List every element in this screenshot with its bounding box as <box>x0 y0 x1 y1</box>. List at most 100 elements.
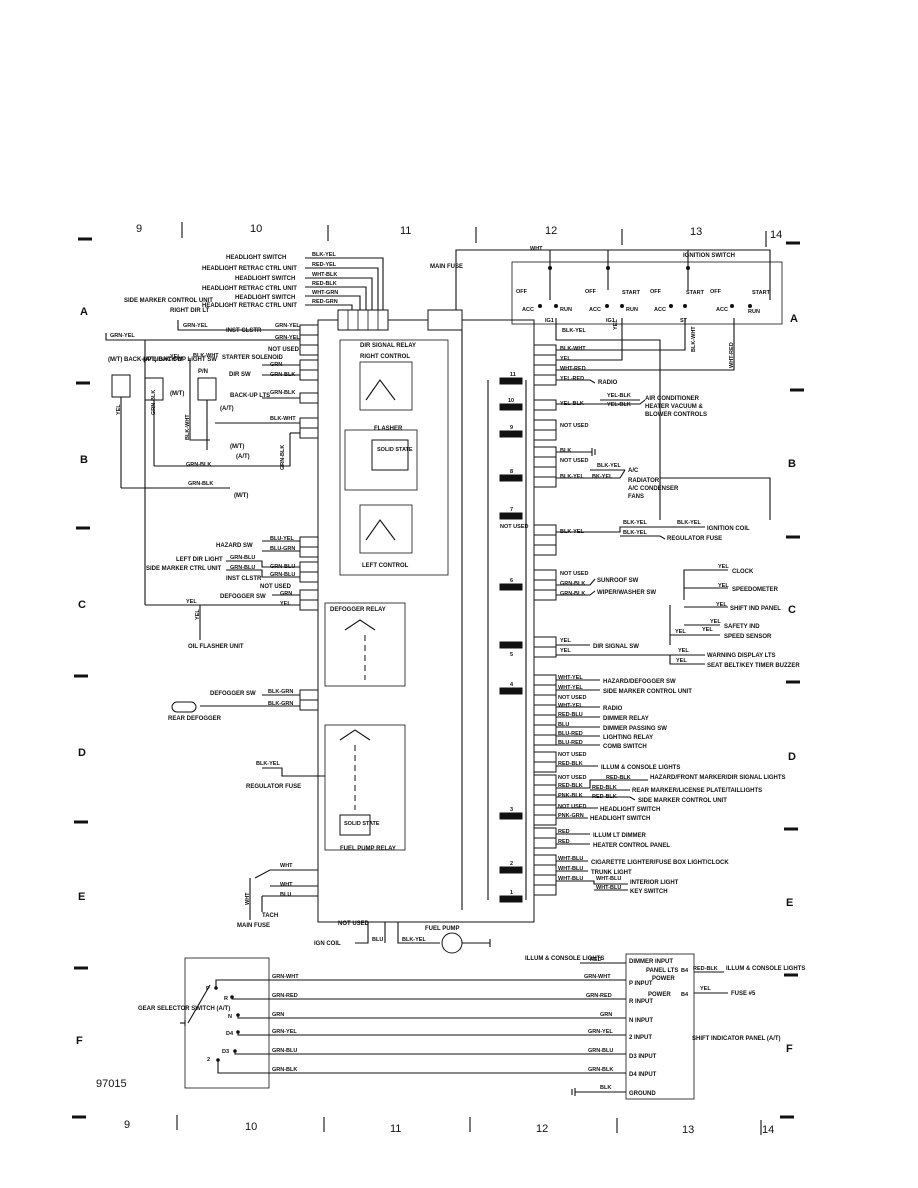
not-used-2-label: NOT USED <box>260 584 292 590</box>
wire-blu-yel: BLU-YEL <box>270 536 294 542</box>
fuse-num-3: 3 <box>510 807 513 813</box>
dest-comb-switch: COMB SWITCH <box>603 744 647 750</box>
r-wire-yel: YEL <box>560 356 571 362</box>
dest-side-marker: SIDE MARKER CONTROL UNIT <box>603 689 692 695</box>
panel-b4-1: B4 <box>681 968 689 974</box>
r-wire-red-blk-4: RED-BLK <box>592 785 617 791</box>
panel-wire-grn-red: GRN-RED <box>586 993 612 999</box>
input-wire-6: RED-GRN <box>312 299 338 305</box>
dest-blower: BLOWER CONTROLS <box>645 412 707 418</box>
gear-pos-d3: D3 <box>222 1049 229 1055</box>
r-wire-wht-blu-5: WHT-BLU <box>596 885 621 891</box>
panel-2-input: 2 INPUT <box>629 1035 652 1041</box>
oil-flasher-label: OIL FLASHER UNIT <box>188 644 244 650</box>
r-wire-grn-blk-2: GRN-BLK <box>560 591 585 597</box>
input-label-6: HEADLIGHT RETRAC CTRL UNIT <box>202 303 297 309</box>
right-control-label: RIGHT CONTROL <box>360 354 410 360</box>
shift-indicator-panel-box <box>625 953 695 1100</box>
fuse-4 <box>499 687 523 695</box>
wire-wht-1: WHT <box>280 863 293 869</box>
input-wire-1: BLK-YEL <box>312 252 336 258</box>
fuse-num-9: 9 <box>510 425 513 431</box>
r-wire-blu-red-1: BLU-RED <box>558 731 583 737</box>
row-label-c: C <box>78 599 86 611</box>
row-label-a: A <box>80 306 88 318</box>
wire-blk-yel-1: BLK-YEL <box>256 761 280 767</box>
fuse-num-7: 7 <box>510 507 513 513</box>
panel-b4-2: B4 <box>681 992 689 998</box>
fuse-num-6: 6 <box>510 578 513 584</box>
r-wire-wht-yel-3: WHT-YEL <box>558 703 583 709</box>
wire-yel-5: YEL <box>195 609 201 620</box>
dest-speedometer: SPEEDOMETER <box>732 587 779 593</box>
dir-signal-relay-label: DIR SIGNAL RELAY <box>360 343 416 349</box>
document-number: 97015 <box>96 1078 127 1090</box>
mt-label-2: (M/T) <box>230 444 244 450</box>
panel-wire-grn: GRN <box>600 1012 612 1018</box>
dest-heater-panel: HEATER CONTROL PANEL <box>593 843 670 849</box>
ign-ig1-1: IG1 <box>545 318 554 324</box>
wire-grn-yel-3: GRN-YEL <box>275 323 300 329</box>
ign-pos-off-2: OFF <box>585 289 597 295</box>
ign-yel: YEL <box>613 319 619 330</box>
defogger-relay: DEFOGGER RELAY <box>324 602 406 687</box>
shift-panel-section: GEAR SELECTOR SWITCH (A/T) P R N D4 D3 2… <box>138 953 805 1100</box>
r-wire-grn-blk-1: GRN-BLK <box>560 581 585 587</box>
r-wire-wht-blu-1: WHT-BLU <box>558 856 583 862</box>
fuses: 11 10 9 8 7 6 5 4 3 2 1 <box>499 372 523 903</box>
col-label-9: 9 <box>136 223 142 235</box>
r-wire-wht-yel-2: WHT-YEL <box>558 685 583 691</box>
dest-ignition-coil: IGNITION COIL <box>707 526 750 532</box>
r-wire-yel-2: YEL <box>718 583 729 589</box>
wire-yel-3: YEL <box>280 601 291 607</box>
wire-yel-2: YEL <box>170 354 181 360</box>
fuse-2 <box>499 866 523 874</box>
top-connector <box>337 309 389 331</box>
dest-radio: RADIO <box>598 380 618 386</box>
panel-wire-yel: YEL <box>700 986 711 992</box>
input-wire-5: WHT-GRN <box>312 290 338 296</box>
r-not-used-6: NOT USED <box>558 752 586 758</box>
not-used-label: NOT USED <box>268 347 300 353</box>
dest-rear-marker: REAR MARKER/LICENSE PLATE/TAILLIGHTS <box>632 788 762 794</box>
panel-power-1: POWER <box>652 976 675 982</box>
panel-power-2: POWER <box>648 992 671 998</box>
col-label-10: 10 <box>250 223 262 235</box>
r-wire-yel-5: YEL <box>675 629 686 635</box>
wire-grn-blk-6: GRN-BLK <box>188 481 213 487</box>
r-wire-yel-blk-3: YEL-BLK <box>607 402 631 408</box>
wire-grn-2: GRN <box>280 591 292 597</box>
r-wire-blk-yel-1: BLK-YEL <box>597 463 621 469</box>
solid-state-1: SOLID STATE <box>377 447 413 453</box>
input-wire-4: RED-BLK <box>312 281 337 287</box>
gear-wire-grn-yel: GRN-YEL <box>272 1029 297 1035</box>
ign-wht-red: WHT-RED <box>729 342 735 368</box>
ign-pos-start-1: START <box>622 290 641 296</box>
input-label-1: HEADLIGHT SWITCH <box>226 255 286 261</box>
r-wire-blk: BLK <box>560 448 571 454</box>
dest-headlight-sw-2: HEADLIGHT SWITCH <box>590 816 650 822</box>
rear-defogger-label: REAR DEFOGGER <box>168 716 222 722</box>
gear-wire-grn-red: GRN-RED <box>272 993 298 999</box>
dest-ac-cond: A/C CONDENSER <box>628 486 679 492</box>
flasher-label: FLASHER <box>374 426 403 432</box>
dest-heater: HEATER VACUUM & <box>645 404 703 410</box>
dest-illum-console: ILLUM & CONSOLE LIGHTS <box>601 765 680 771</box>
illum-console-in-label: ILLUM & CONSOLE LIGHTS <box>525 956 604 962</box>
r-wire-wht-blu-3: WHT-BLU <box>558 876 583 882</box>
gear-wire-grn-blk: GRN-BLK <box>272 1067 297 1073</box>
gear-wire-grn-blu: GRN-BLU <box>272 1048 297 1054</box>
dest-illum-dimmer: ILLUM LT DIMMER <box>593 833 647 839</box>
inst-clstr-2-label: INST CLSTR <box>226 576 262 582</box>
starter-solenoid-label: STARTER SOLENOID <box>222 355 284 361</box>
r-wire-red-blk-1: RED-BLK <box>558 761 583 767</box>
fuse-num-11: 11 <box>510 372 516 378</box>
r-wire-blu: BLU <box>558 722 569 728</box>
col-label-14: 14 <box>770 229 782 241</box>
fuse5-label: FUSE #5 <box>731 991 756 997</box>
r-not-used-8: NOT USED <box>558 804 586 810</box>
wire-blu-grn: BLU-GRN <box>270 546 295 552</box>
back-up-label: BACK-UP LTS <box>230 393 270 399</box>
mt-label-1: (M/T) <box>170 391 184 397</box>
